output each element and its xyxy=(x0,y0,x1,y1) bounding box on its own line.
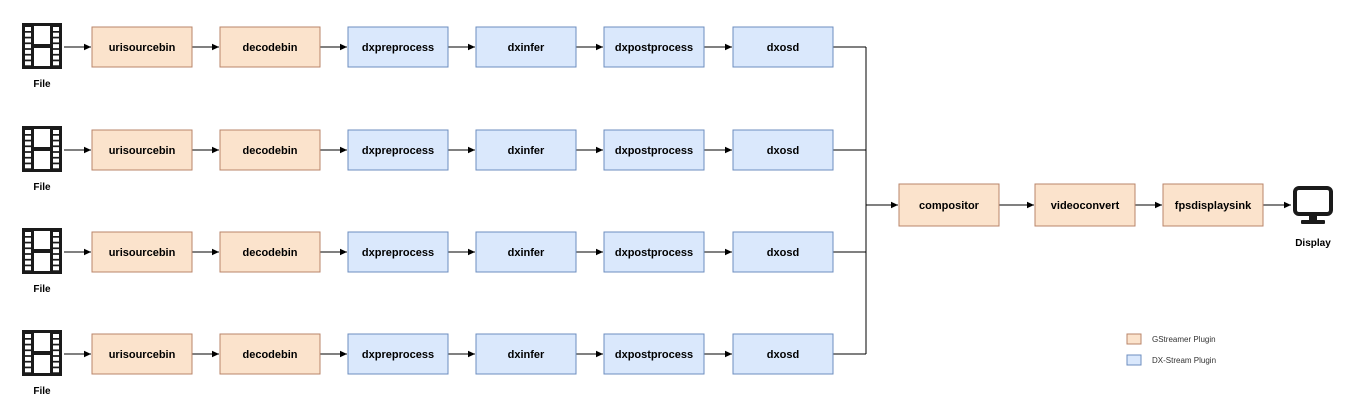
film-icon xyxy=(22,330,62,376)
stage-decodebin-label: decodebin xyxy=(242,349,297,361)
stage-fpsdisplaysink: fpsdisplaysink xyxy=(1162,183,1264,227)
stage-dxpreprocess: dxpreprocess xyxy=(347,26,449,68)
source-file-label: File xyxy=(33,284,51,295)
stage-urisourcebin-label: urisourcebin xyxy=(109,42,176,54)
stage-decodebin: decodebin xyxy=(219,26,321,68)
legend-label: GStreamer Plugin xyxy=(1152,335,1216,344)
stage-dxpostprocess-label: dxpostprocess xyxy=(615,42,693,54)
stage-decodebin-label: decodebin xyxy=(242,42,297,54)
stage-dxpreprocess-label: dxpreprocess xyxy=(362,42,434,54)
stage-dxpostprocess-label: dxpostprocess xyxy=(615,247,693,259)
stage-dxinfer: dxinfer xyxy=(475,129,577,171)
stage-decodebin: decodebin xyxy=(219,129,321,171)
stage-dxinfer: dxinfer xyxy=(475,231,577,273)
stage-urisourcebin: urisourcebin xyxy=(91,333,193,375)
stage-dxosd: dxosd xyxy=(732,26,834,68)
stage-dxinfer-label: dxinfer xyxy=(508,42,545,54)
stage-dxosd-label: dxosd xyxy=(767,145,799,157)
stage-fpsdisplaysink-label: fpsdisplaysink xyxy=(1175,200,1252,212)
stage-dxpreprocess-label: dxpreprocess xyxy=(362,145,434,157)
stage-dxinfer-label: dxinfer xyxy=(508,145,545,157)
film-icon xyxy=(22,228,62,274)
stage-urisourcebin: urisourcebin xyxy=(91,26,193,68)
stage-urisourcebin: urisourcebin xyxy=(91,231,193,273)
stage-dxpostprocess: dxpostprocess xyxy=(603,26,705,68)
stage-decodebin: decodebin xyxy=(219,333,321,375)
stage-urisourcebin: urisourcebin xyxy=(91,129,193,171)
stage-urisourcebin-label: urisourcebin xyxy=(109,247,176,259)
stage-dxinfer-label: dxinfer xyxy=(508,349,545,361)
stage-dxinfer-label: dxinfer xyxy=(508,247,545,259)
stage-urisourcebin-label: urisourcebin xyxy=(109,145,176,157)
display-label: Display xyxy=(1295,238,1331,249)
legend-swatch xyxy=(1126,333,1142,345)
stage-dxpostprocess-label: dxpostprocess xyxy=(615,145,693,157)
stage-decodebin: decodebin xyxy=(219,231,321,273)
stage-decodebin-label: decodebin xyxy=(242,247,297,259)
film-icon xyxy=(22,23,62,69)
stage-dxpreprocess: dxpreprocess xyxy=(347,231,449,273)
stage-dxinfer: dxinfer xyxy=(475,333,577,375)
stage-dxpreprocess-label: dxpreprocess xyxy=(362,247,434,259)
legend-item-dxstream: DX-Stream Plugin xyxy=(1126,354,1216,366)
stage-dxinfer: dxinfer xyxy=(475,26,577,68)
legend-item-gstreamer: GStreamer Plugin xyxy=(1126,333,1216,345)
stage-dxpostprocess: dxpostprocess xyxy=(603,231,705,273)
stage-dxosd-label: dxosd xyxy=(767,247,799,259)
stage-compositor: compositor xyxy=(898,183,1000,227)
stage-dxosd: dxosd xyxy=(732,333,834,375)
stage-videoconvert-label: videoconvert xyxy=(1051,200,1120,212)
film-icon xyxy=(22,126,62,172)
stage-compositor-label: compositor xyxy=(919,200,980,212)
stage-videoconvert: videoconvert xyxy=(1034,183,1136,227)
stage-dxpostprocess-label: dxpostprocess xyxy=(615,349,693,361)
stage-decodebin-label: decodebin xyxy=(242,145,297,157)
stage-dxpostprocess: dxpostprocess xyxy=(603,333,705,375)
stage-urisourcebin-label: urisourcebin xyxy=(109,349,176,361)
source-file-label: File xyxy=(33,386,51,397)
stage-dxosd: dxosd xyxy=(732,129,834,171)
source-file-label: File xyxy=(33,79,51,90)
stage-dxpreprocess-label: dxpreprocess xyxy=(362,349,434,361)
legend-label: DX-Stream Plugin xyxy=(1152,356,1216,365)
source-file-label: File xyxy=(33,182,51,193)
legend-swatch xyxy=(1126,354,1142,366)
stage-dxosd-label: dxosd xyxy=(767,349,799,361)
stage-dxpreprocess: dxpreprocess xyxy=(347,129,449,171)
monitor-icon xyxy=(1293,186,1333,224)
stage-dxpreprocess: dxpreprocess xyxy=(347,333,449,375)
stage-dxosd: dxosd xyxy=(732,231,834,273)
stage-dxpostprocess: dxpostprocess xyxy=(603,129,705,171)
stage-dxosd-label: dxosd xyxy=(767,42,799,54)
